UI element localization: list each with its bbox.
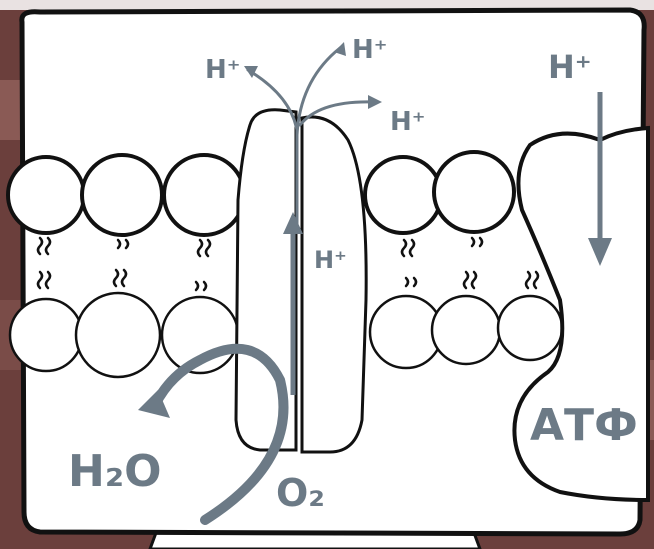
lipid-tails	[36, 236, 540, 292]
oxygen-to-water-arrow	[150, 343, 289, 525]
h-plus-label-channel: H⁺	[314, 246, 347, 274]
h-plus-label-right: H⁺	[390, 107, 425, 137]
proton-flow-arrows	[246, 46, 377, 227]
proton-arrowheads	[244, 42, 382, 109]
oxygen-to-water-arrowhead	[138, 390, 170, 418]
atp-down-arrowhead	[588, 238, 612, 266]
atp-synthase	[512, 125, 650, 503]
top-banner-edge	[0, 0, 654, 10]
lower-lipid-heads-right	[368, 294, 564, 370]
channel-protein-right	[300, 115, 368, 454]
oxygen-label: O₂	[276, 471, 325, 515]
atp-label: АТФ	[530, 400, 638, 451]
upper-lipid-heads-right	[363, 150, 516, 235]
h-plus-label-top-left: H⁺	[205, 55, 240, 85]
upper-lipid-heads-left	[6, 153, 246, 237]
channel-up-arrowhead	[283, 212, 303, 234]
channel-protein-left	[234, 108, 298, 452]
lower-lipid-heads-left	[8, 291, 240, 379]
water-label: H₂O	[68, 446, 162, 497]
h-plus-label-atp-side: H⁺	[548, 48, 592, 86]
h-plus-label-top-mid: H⁺	[352, 35, 387, 65]
